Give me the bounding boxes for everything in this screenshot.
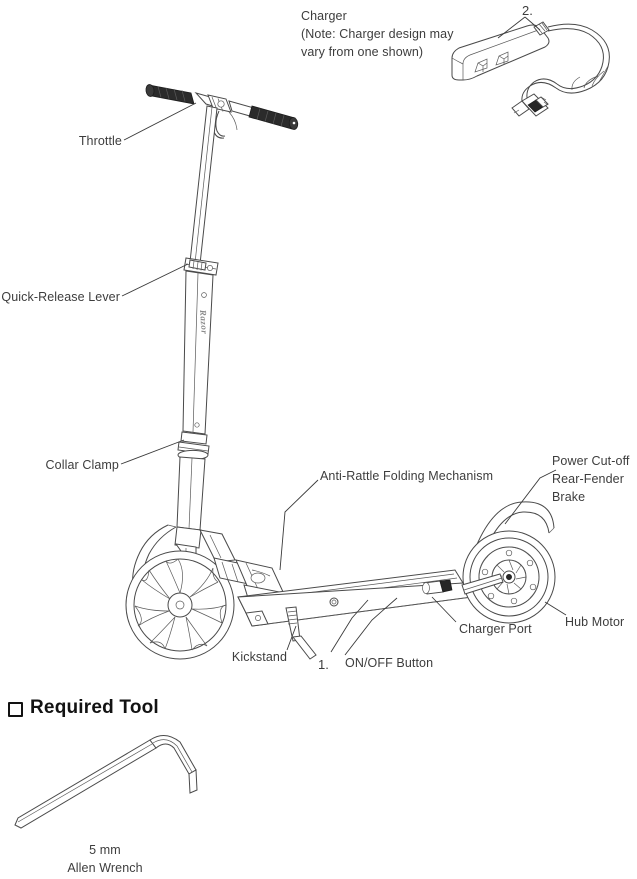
handlebar-assembly (145, 84, 299, 139)
tool-size-label: 5 mm (89, 843, 121, 857)
label-hub-motor: Hub Motor (565, 615, 625, 629)
power-cutoff-line-3: Brake (552, 490, 586, 504)
label-kickstand: Kickstand (231, 650, 287, 664)
power-cutoff-line-1: Power Cut-off (552, 454, 630, 468)
callout-number-2: 2. (522, 3, 533, 18)
label-collar-clamp: Collar Clamp (45, 458, 119, 472)
stem-logo-text: Razor (198, 308, 210, 334)
callout-number-1: 1. (318, 657, 329, 672)
label-charger-port: Charger Port (459, 622, 532, 636)
front-wheel (125, 550, 235, 660)
tool-name-label: Allen Wrench (67, 861, 143, 875)
label-anti-rattle-folding-mechanism: Anti-Rattle Folding Mechanism (320, 469, 494, 483)
leader-lines (120, 102, 567, 656)
rear-wheel-hub-motor (461, 530, 556, 624)
charger-note-block: Charger (Note: Charger design may vary f… (301, 7, 461, 61)
deck (237, 569, 473, 660)
charger-note-line-3: vary from one shown) (301, 45, 424, 59)
collar-clamp (177, 431, 210, 461)
scooter-illustration: Razor (125, 84, 556, 660)
label-quick-release-lever: Quick-Release Lever (1, 290, 120, 304)
required-tool-heading: Required Tool (8, 697, 159, 719)
charger-illustration (451, 16, 610, 117)
quick-release-lever (183, 257, 219, 276)
label-on-off-button: ON/OFF Button (345, 656, 434, 670)
label-throttle: Throttle (78, 134, 122, 148)
checkbox-square-icon (8, 701, 23, 717)
charger-note-line-1: Charger (301, 9, 347, 23)
label-power-cutoff-rear-fender-brake: Power Cut-off Rear-Fender Brake (552, 452, 637, 506)
power-cutoff-line-2: Rear-Fender (552, 472, 624, 486)
charger-note-line-2: (Note: Charger design may (301, 27, 454, 41)
required-tool-heading-text: Required Tool (30, 697, 159, 718)
allen-wrench-illustration (14, 735, 198, 829)
